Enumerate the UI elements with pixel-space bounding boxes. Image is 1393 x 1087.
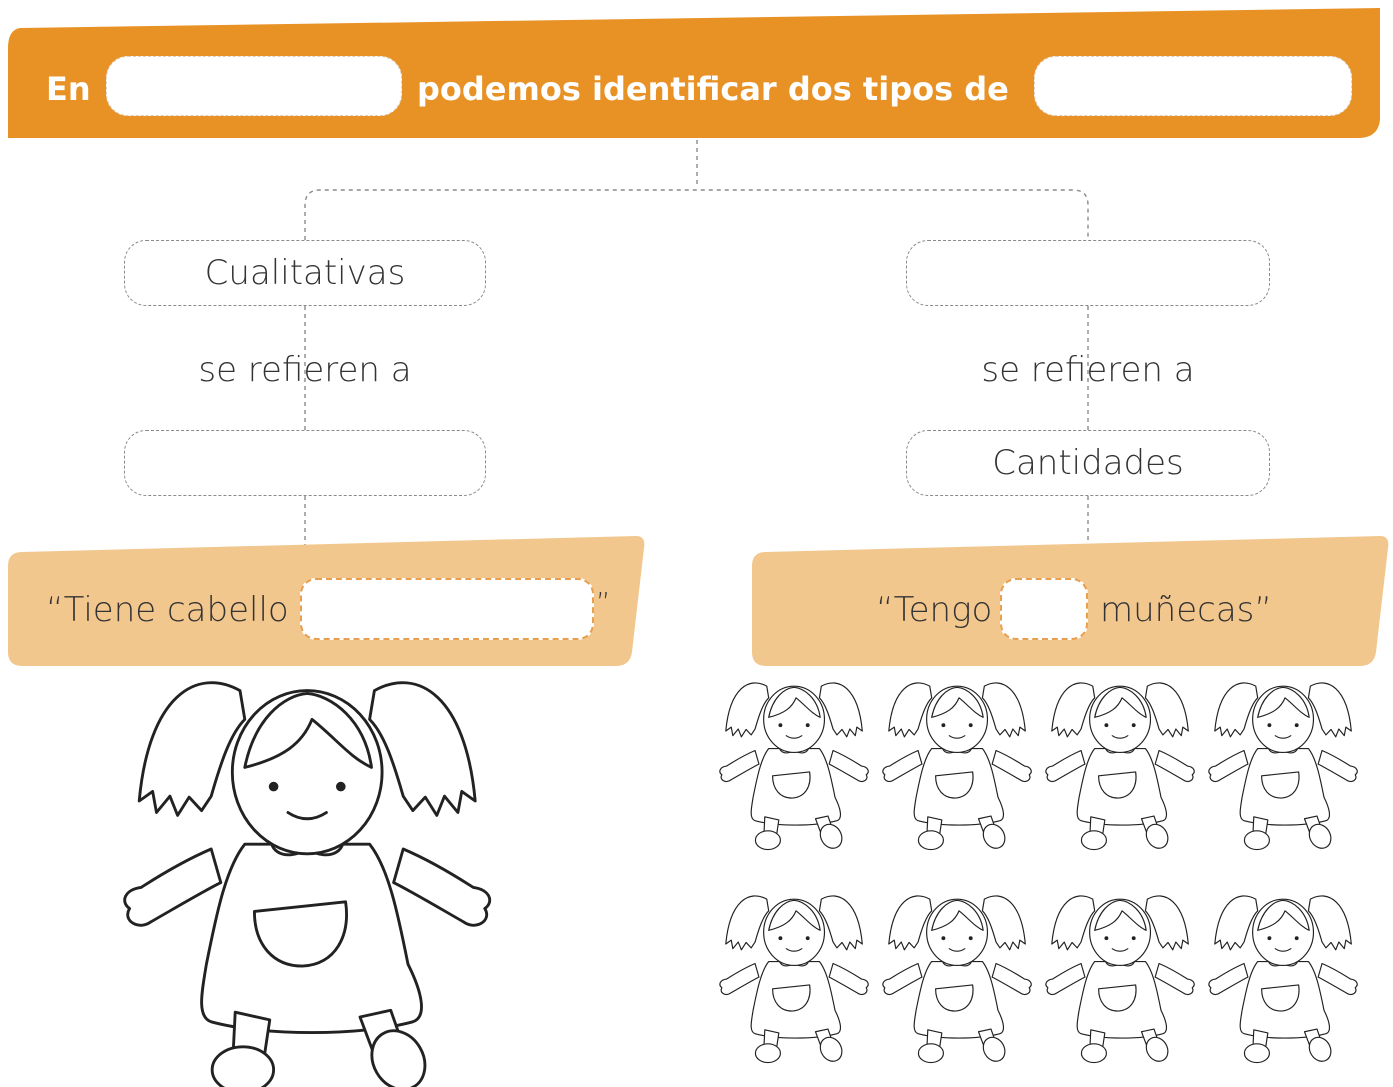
doll-icon-small: [1208, 682, 1358, 853]
header-text-en: En: [46, 70, 91, 108]
left-type-box: Cualitativas: [124, 240, 486, 306]
right-connector-text: se refieren a: [981, 350, 1195, 390]
doll-icon-small: [882, 682, 1032, 853]
left-type-label: Cualitativas: [204, 253, 406, 293]
right-description-label: Cantidades: [992, 443, 1184, 483]
left-example-blank[interactable]: [300, 578, 594, 640]
doll-icon-small: [1208, 895, 1358, 1066]
doll-icon-large: [123, 681, 492, 1087]
right-description-box: Cantidades: [906, 430, 1270, 496]
right-type-input[interactable]: [923, 249, 1253, 297]
right-example-blank[interactable]: [1000, 578, 1088, 640]
left-connector-text: se refieren a: [198, 350, 412, 390]
doll-icon-small: [1045, 682, 1195, 853]
doll-icon-small: [719, 682, 869, 853]
doll-icon-small: [1045, 895, 1195, 1066]
right-example-suffix: muñecas”: [1100, 590, 1272, 630]
header-blank-1[interactable]: [106, 56, 402, 116]
left-description-input[interactable]: [141, 439, 469, 487]
left-example-suffix: ”: [596, 586, 611, 619]
header-text-middle: podemos identificar dos tipos de: [417, 70, 1009, 108]
left-example-prefix: “Tiene cabello: [46, 590, 289, 630]
connector-lines: [304, 140, 1089, 548]
right-example-prefix: “Tengo: [876, 590, 993, 630]
left-description-box: [124, 430, 486, 496]
doll-grid: [719, 682, 1358, 1066]
right-type-box: [906, 240, 1270, 306]
doll-icon-small: [882, 895, 1032, 1066]
doll-icon-small: [719, 895, 869, 1066]
header-blank-2[interactable]: [1034, 56, 1352, 116]
